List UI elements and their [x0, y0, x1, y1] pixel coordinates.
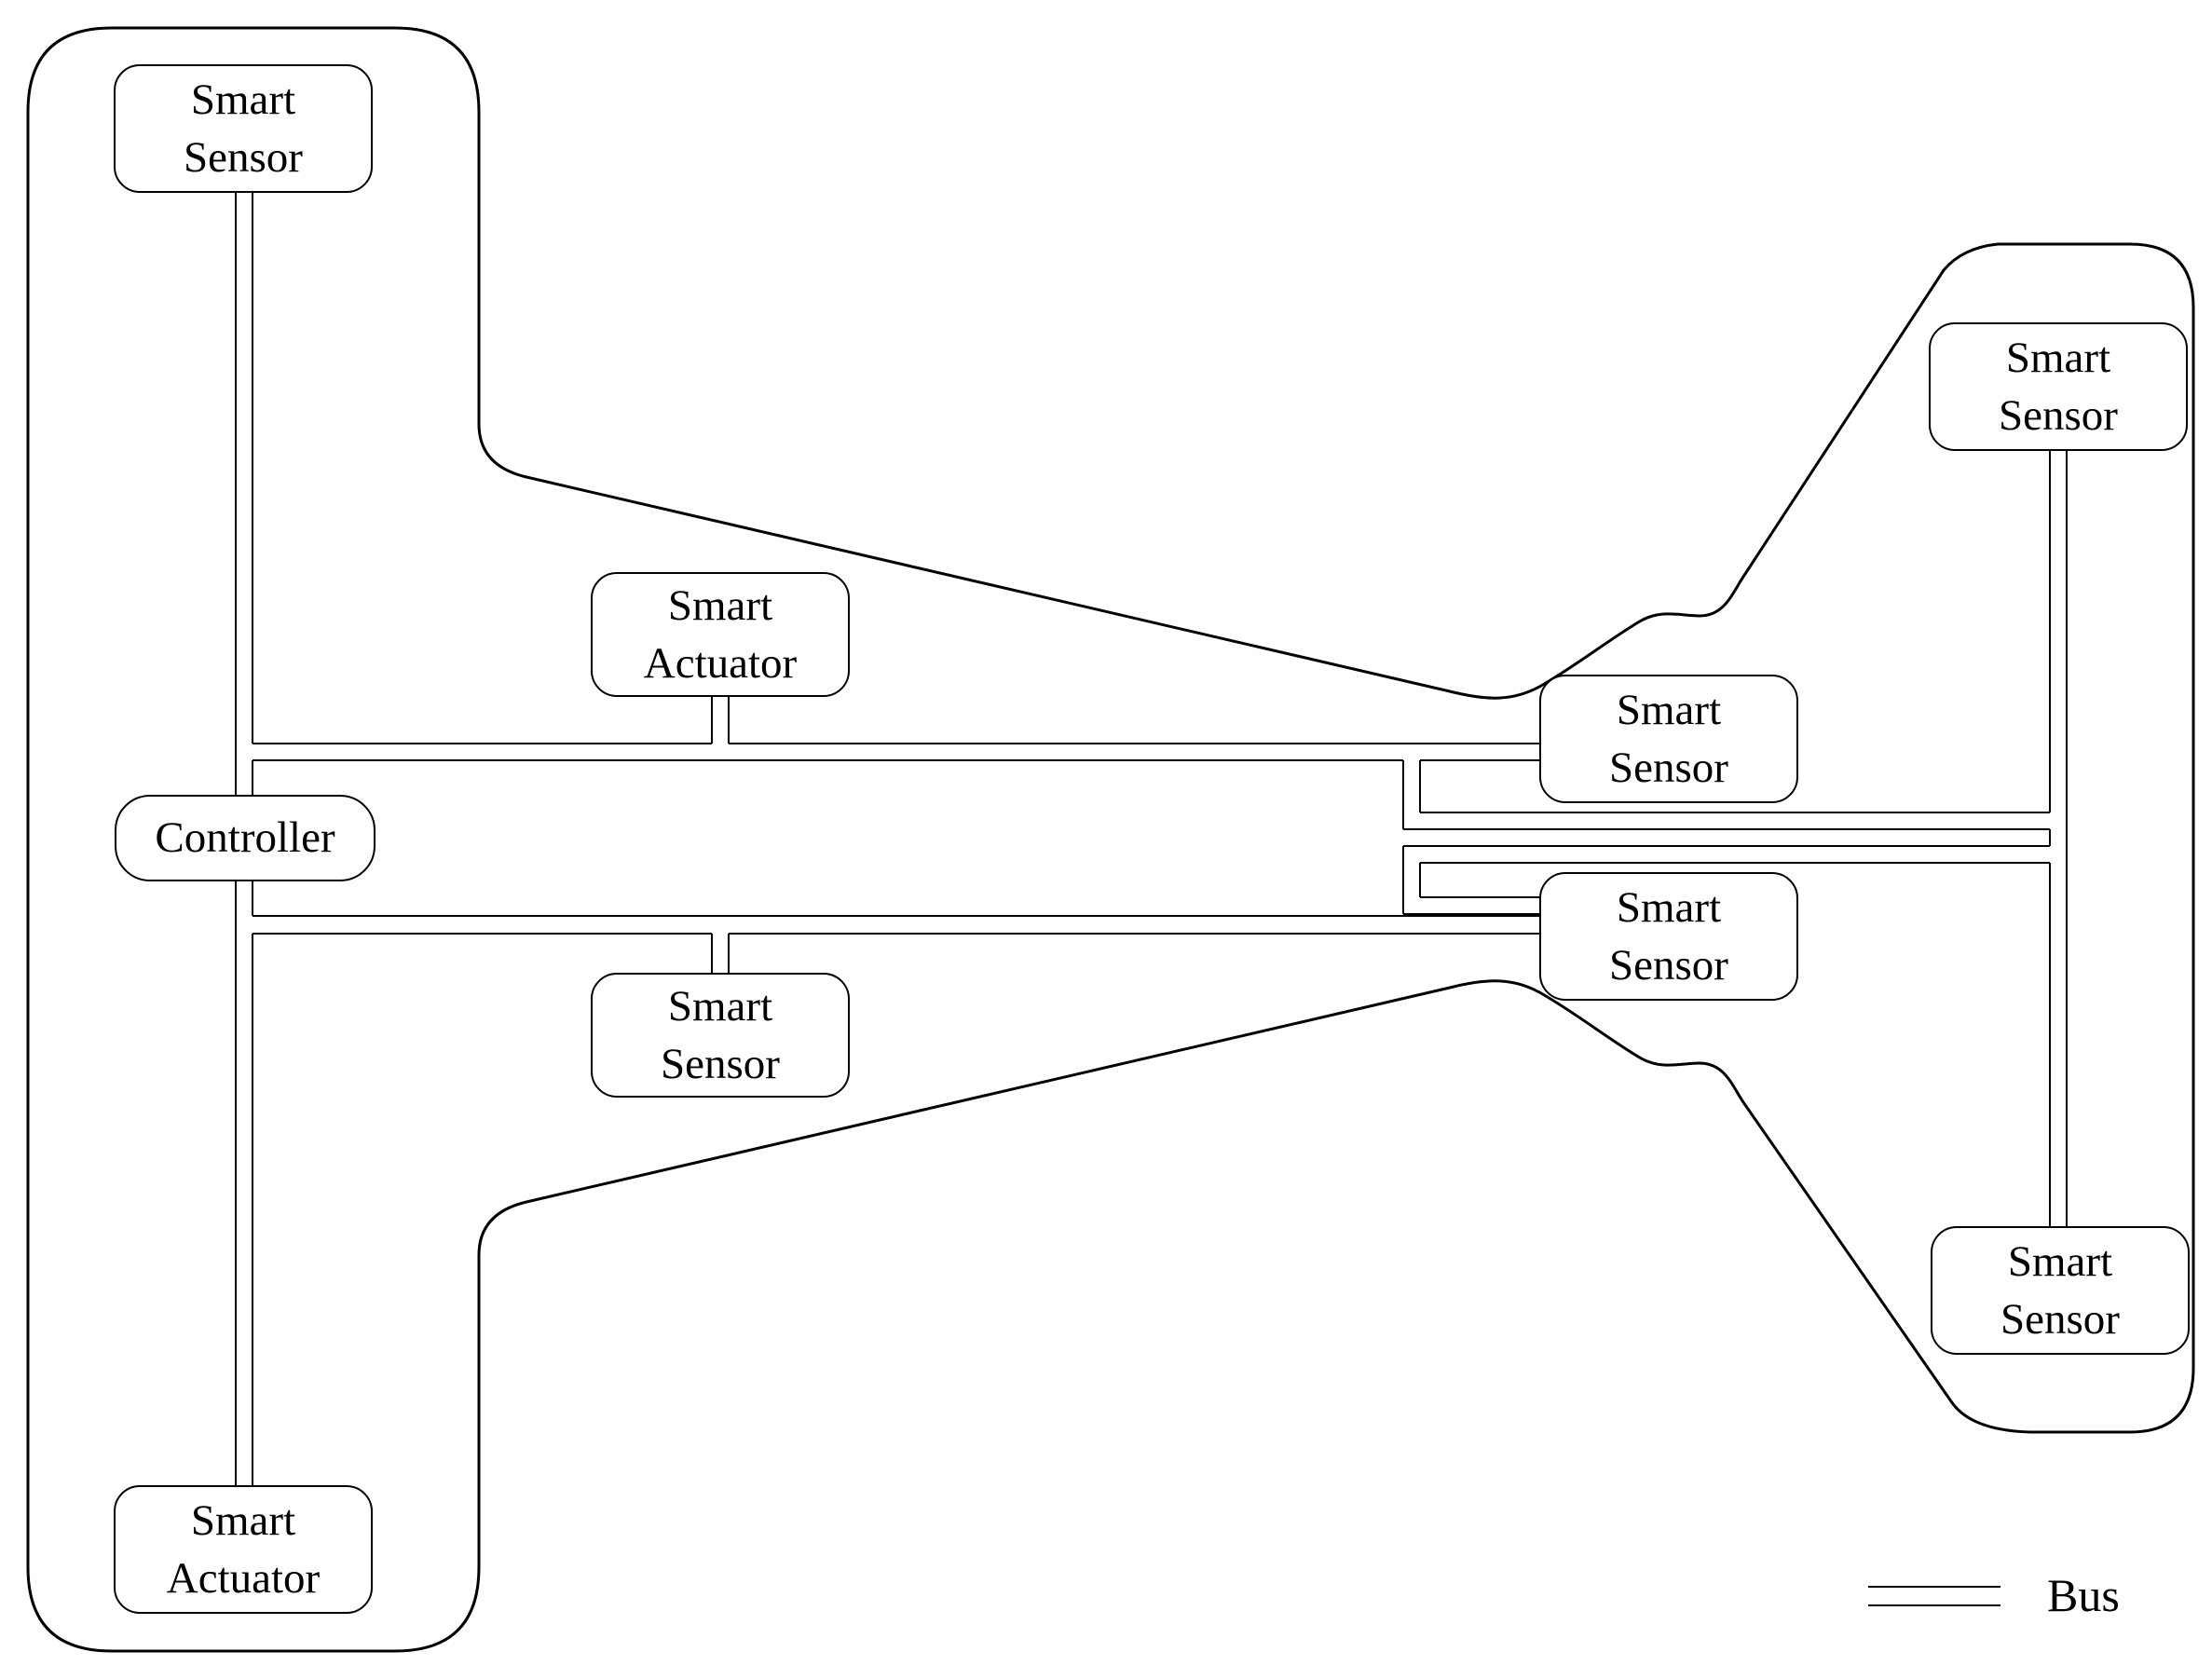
- upper-branch-link: [1402, 760, 2050, 830]
- sensor-mid-bottom-stub: [711, 934, 730, 973]
- node-sensor-top-left: Smart Sensor: [114, 64, 373, 193]
- node-actuator-bottom-left: Smart Actuator: [114, 1485, 373, 1614]
- lower-branch-link: [1402, 845, 2050, 915]
- node-sensor-bottom-right: Smart Sensor: [1931, 1226, 2190, 1355]
- actuator-top-stub: [711, 697, 730, 744]
- lower-horizontal-bus: [253, 915, 1539, 935]
- right-vertical-bus: [2049, 451, 2068, 1226]
- node-sensor-right-upper: Smart Sensor: [1539, 675, 1798, 803]
- node-controller: Controller: [115, 795, 375, 881]
- legend-bus-symbol: [1868, 1586, 2000, 1606]
- airframe-outline-path: [26, 26, 2195, 1653]
- node-actuator-top: Smart Actuator: [591, 572, 850, 697]
- legend-bus-label: Bus: [2047, 1569, 2120, 1621]
- upper-horizontal-bus: [253, 743, 1539, 761]
- node-sensor-mid-bottom: Smart Sensor: [591, 973, 850, 1098]
- node-sensor-top-right: Smart Sensor: [1929, 322, 2188, 451]
- node-sensor-right-lower: Smart Sensor: [1539, 872, 1798, 1001]
